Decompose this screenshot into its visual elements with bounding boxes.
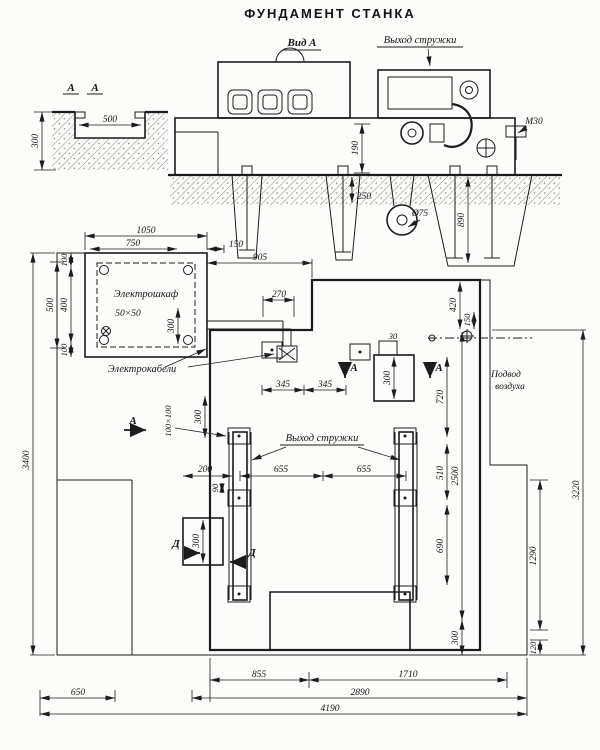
marker-d-left: Д [171, 538, 180, 550]
marker-a-mid1: А [349, 362, 357, 374]
side-view-dimensions: 190 250 890 Ø75 М30 [349, 117, 543, 263]
m30-bolt [505, 125, 527, 138]
dim-2890: 2890 [351, 688, 370, 698]
dim-420: 420 [449, 298, 459, 313]
label-m30: М30 [524, 117, 543, 127]
chip-channel-left [227, 427, 252, 603]
dim-100-bottom: 100 [59, 343, 69, 357]
dim-90: 90 [210, 483, 220, 492]
left-pocket-block [182, 517, 224, 566]
chip-outlet-leader [426, 48, 432, 67]
cable-conduit [207, 320, 298, 363]
dim-345-a: 345 [275, 380, 291, 390]
dim-300-bottom-right: 300 [451, 631, 461, 647]
side-elevation-view: Вид А Выход стружки [168, 35, 562, 267]
dim-150-top: 150 [229, 240, 244, 250]
dim-1290: 1290 [529, 546, 539, 565]
anchor-pad-2 [349, 343, 371, 361]
dim-dia75: Ø75 [411, 209, 429, 219]
anchor-bolts [239, 165, 500, 259]
ground-hatch [168, 173, 562, 267]
dim-690: 690 [436, 539, 446, 554]
dim-250: 250 [357, 192, 372, 202]
dim-655-b: 655 [357, 465, 372, 475]
page-title: ФУНДАМЕНТ СТАНКА [244, 6, 415, 21]
dim-300-mid-left: 300 [194, 410, 204, 426]
dim-500-section: 500 [103, 115, 118, 125]
dim-500-left: 500 [46, 298, 56, 313]
chip-chute-hook [443, 102, 473, 148]
marker-d-right: Д [247, 547, 256, 559]
dim-120: 120 [528, 641, 538, 655]
section-mark-a-left: А [66, 82, 74, 94]
label-air-supply-2: воздуха [495, 381, 525, 392]
machine-foundation-block [182, 278, 482, 652]
section-markers: А А А Д Д [124, 361, 443, 570]
dim-300-section: 300 [31, 134, 41, 150]
dim-3220: 3220 [572, 480, 582, 500]
dim-100-top: 100 [59, 253, 69, 267]
section-aa-detail: А А 500 300 [31, 82, 168, 171]
plan-view: Электрошкаф 50×50 300 Электрокабели [22, 226, 586, 717]
marker-a-left: А [128, 415, 136, 427]
dim-855: 855 [252, 670, 267, 680]
dim-720: 720 [436, 390, 446, 405]
dim-650: 650 [71, 688, 86, 698]
chip-outlet-label-top: Выход стружки [384, 35, 457, 46]
dim-300-right-block: 300 [383, 371, 393, 387]
label-cabinet: Электрошкаф [114, 289, 179, 300]
label-cables: Электрокабели [108, 364, 177, 375]
label-cabinet-grid: 50×50 [115, 309, 141, 319]
chip-outlet-label-plan: Выход стружки [286, 433, 359, 444]
anchor-pad-1 [261, 341, 283, 359]
dim-655-a: 655 [274, 465, 289, 475]
dim-400: 400 [60, 298, 70, 313]
bottom-notch [269, 591, 411, 650]
dim-345-b: 345 [317, 380, 333, 390]
dim-200: 200 [198, 465, 213, 475]
section-mark-a-right: А [90, 82, 98, 94]
dim-2500: 2500 [451, 466, 461, 485]
dim-150-right: 150 [462, 313, 472, 327]
marker-a-mid2: А [434, 362, 442, 374]
dim-890: 890 [457, 213, 467, 228]
dim-1050: 1050 [137, 226, 156, 236]
cabinet-bolt-holes [99, 265, 193, 345]
dim-905: 905 [253, 253, 268, 263]
ground-symbol [101, 326, 111, 336]
dim-300-cabinet: 300 [167, 319, 177, 335]
dim-510: 510 [436, 466, 446, 481]
view-a-label: Вид А [287, 37, 317, 49]
dim-1710: 1710 [399, 670, 418, 680]
label-air-supply-1: Подвод [490, 369, 521, 380]
chip-channel-right [393, 427, 418, 603]
dim-3400: 3400 [22, 450, 32, 470]
dim-30: 30 [388, 331, 398, 341]
dim-190: 190 [351, 141, 361, 156]
dim-300-left-block: 300 [192, 534, 202, 550]
dim-4190: 4190 [321, 704, 340, 714]
electrical-cabinet: Электрошкаф 50×50 300 [84, 252, 208, 358]
plan-dimensions: 1050 750 150 905 270 500 400 100 100 420 [22, 226, 586, 717]
dim-750: 750 [126, 239, 141, 249]
dim-270: 270 [272, 290, 287, 300]
dim-pad-100x100: 100×100 [163, 405, 173, 437]
